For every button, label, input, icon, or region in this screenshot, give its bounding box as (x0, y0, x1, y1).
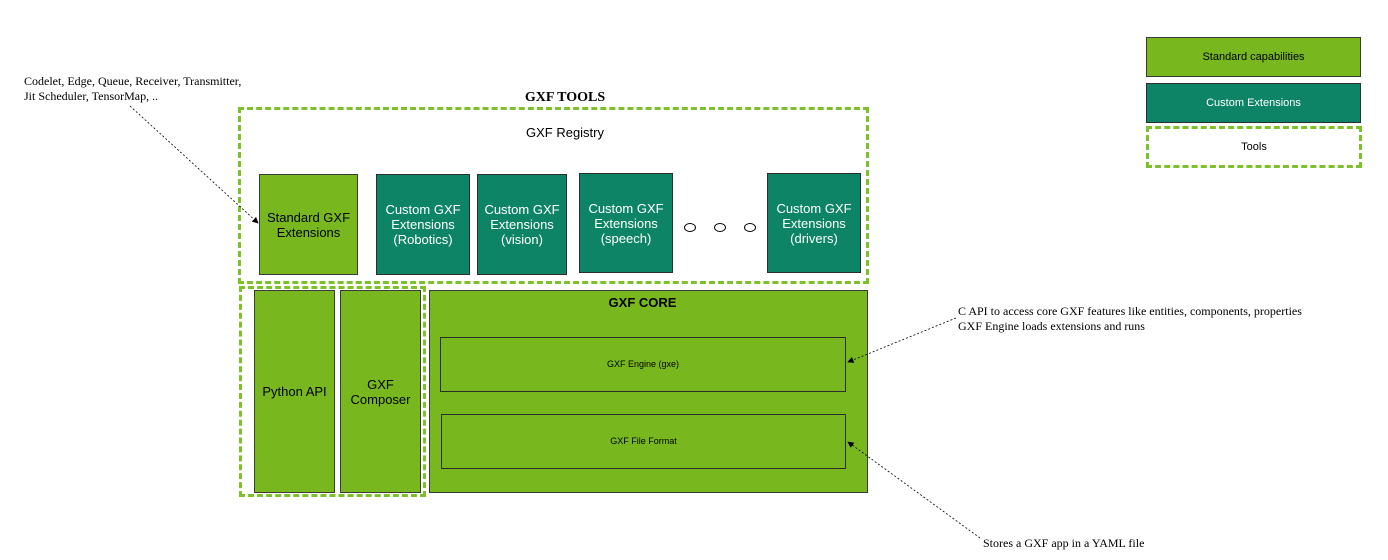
custom-extensions-drivers: Custom GXF Extensions (drivers) (767, 173, 861, 273)
arrow-yaml-to-file-format (847, 441, 981, 539)
gxf-tools-region (238, 107, 869, 284)
gxf-tools-title: GXF TOOLS (524, 90, 606, 105)
note-codelets: Codelet, Edge, Queue, Receiver, Transmit… (24, 74, 242, 103)
legend-custom: Custom Extensions (1146, 83, 1361, 123)
legend-tools: Tools (1146, 126, 1362, 168)
gxf-engine-box: GXF Engine (gxe) (440, 337, 846, 392)
arrow-codelets-to-standard (129, 105, 259, 224)
arrow-capi-to-engine (847, 317, 957, 363)
custom-extensions-vision: Custom GXF Extensions (vision) (477, 174, 567, 275)
custom-extensions-robotics: Custom GXF Extensions (Robotics) (376, 174, 470, 275)
gxf-file-format-box: GXF File Format (441, 414, 846, 469)
ellipsis-dot (744, 223, 756, 232)
python-api-box: Python API (254, 290, 335, 493)
standard-gxf-extensions: Standard GXF Extensions (259, 174, 358, 275)
ellipsis-dot (714, 223, 726, 232)
gxf-registry-label: GXF Registry (525, 125, 604, 140)
api-tools-region (239, 286, 426, 497)
legend-standard: Standard capabilities (1146, 37, 1361, 77)
custom-extensions-speech: Custom GXF Extensions (speech) (579, 173, 673, 273)
gxf-core-title: GXF CORE (608, 295, 677, 310)
note-yaml: Stores a GXF app in a YAML file (983, 536, 1145, 550)
ellipsis-dot (684, 223, 696, 232)
gxf-composer-box: GXF Composer (340, 290, 421, 493)
note-c-api: C API to access core GXF features like e… (958, 304, 1302, 333)
